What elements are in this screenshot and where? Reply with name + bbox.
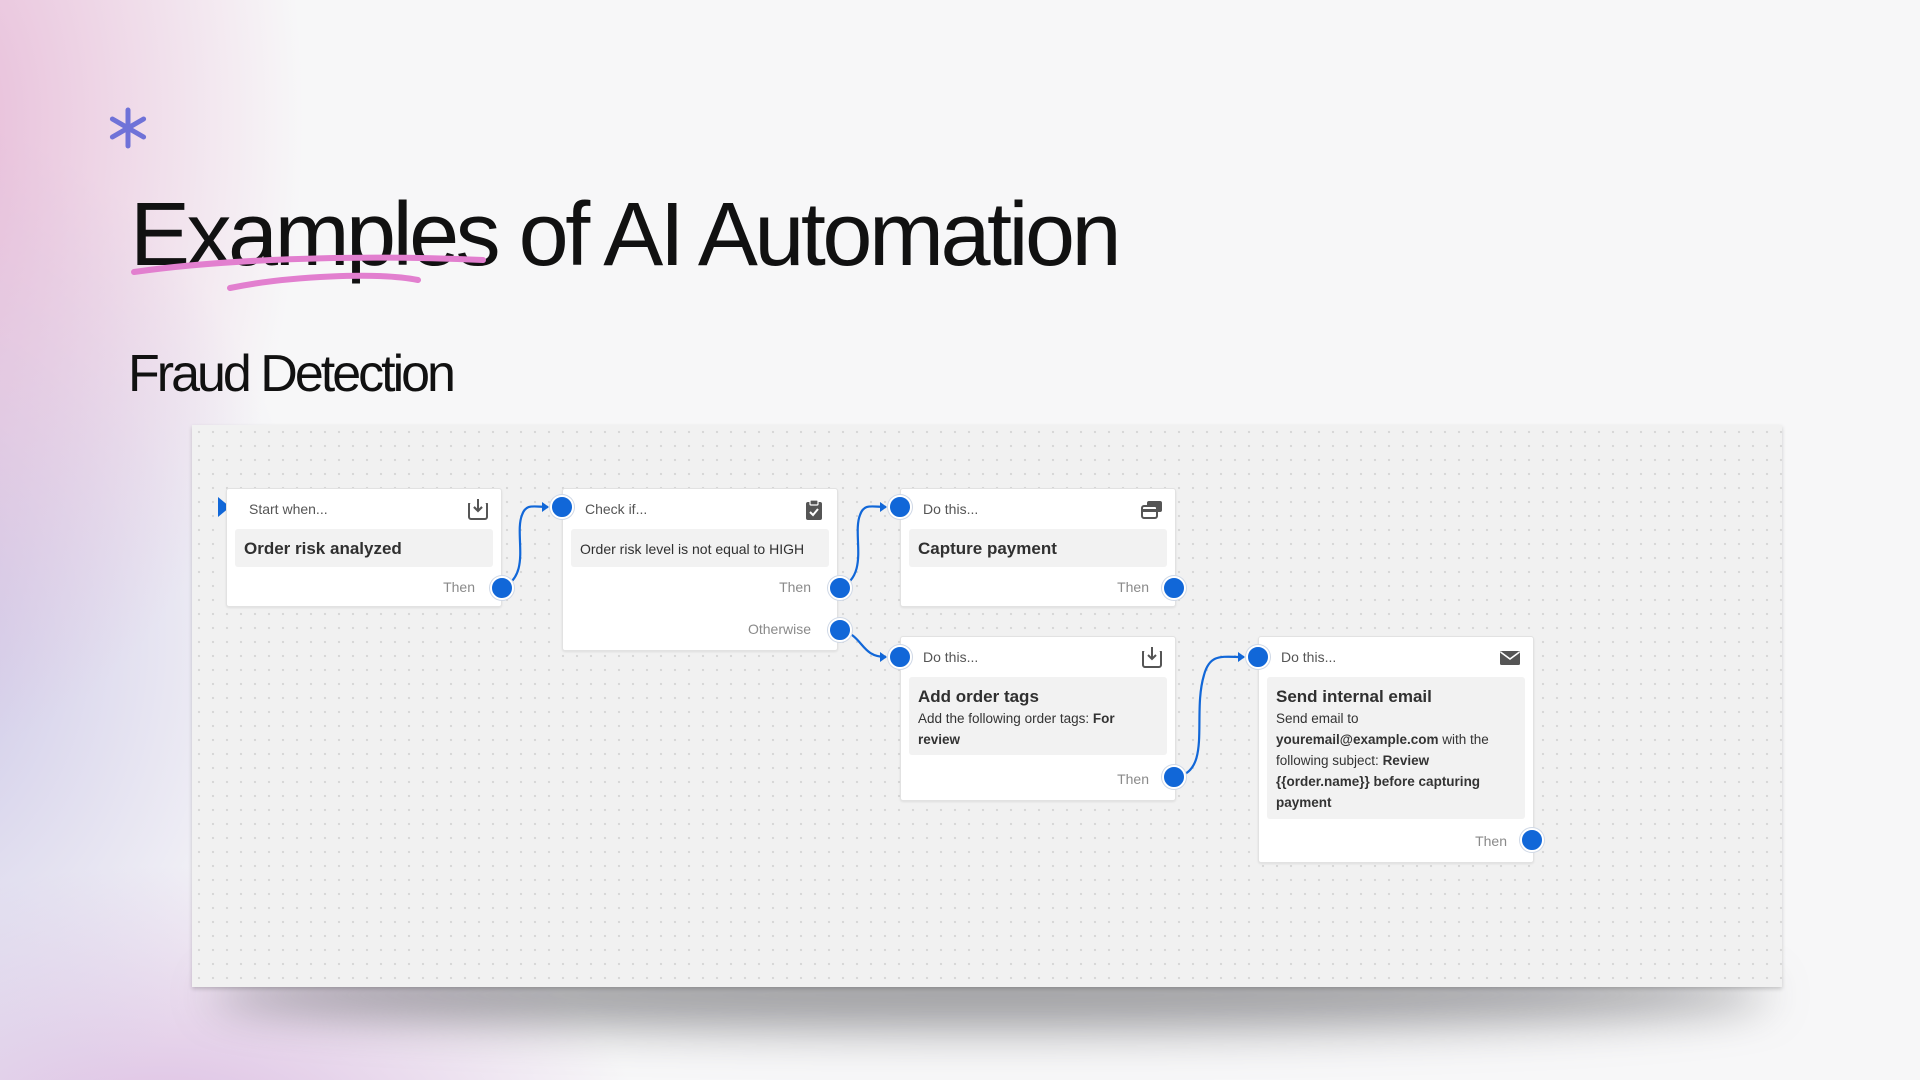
node-tags-then-label: Then	[1117, 771, 1149, 787]
node-email-description: Send email to youremail@example.com with …	[1276, 708, 1515, 813]
connector-start-to-check	[501, 505, 549, 590]
download-box-icon	[1142, 647, 1162, 668]
node-start-then-label: Then	[443, 579, 475, 595]
node-capture-body: Capture payment	[909, 529, 1167, 567]
node-check-if[interactable]: Check if... Order risk level is not equa…	[562, 488, 838, 651]
node-email-then-label: Then	[1475, 833, 1507, 849]
node-check-otherwise-label: Otherwise	[747, 621, 811, 637]
node-email-body: Send internal email Send email to yourema…	[1267, 677, 1525, 819]
node-tags-body: Add order tags Add the following order t…	[909, 677, 1167, 755]
asterisk-icon	[109, 107, 147, 149]
start-then-output-dot[interactable]	[490, 576, 514, 600]
node-capture-title: Capture payment	[918, 539, 1057, 558]
node-tags-title: Add order tags	[918, 687, 1039, 706]
cards-icon	[1141, 501, 1162, 519]
node-email-subject: Review {{order.name}} before capturing p…	[1276, 753, 1481, 810]
download-box-icon	[468, 499, 488, 520]
node-tags-desc-text: Add the following order tags:	[918, 711, 1093, 726]
node-check-condition: Order risk level is not equal to HIGH	[580, 541, 805, 557]
slide-subtitle: Fraud Detection	[128, 345, 456, 403]
node-email-title: Send internal email	[1276, 687, 1432, 706]
node-email-address: youremail@example.com	[1276, 732, 1439, 747]
node-add-order-tags[interactable]: Do this... Add order tags Add the follow…	[900, 636, 1176, 801]
check-otherwise-output-dot[interactable]	[828, 618, 852, 642]
node-email-desc-1: Send email to	[1276, 711, 1359, 726]
title-underline-stroke	[131, 254, 486, 291]
clipboard-check-icon	[806, 499, 822, 520]
node-capture-then-label: Then	[1117, 579, 1149, 595]
node-tags-header: Do this...	[923, 649, 979, 665]
check-input-dot[interactable]	[550, 495, 574, 519]
node-start-title: Order risk analyzed	[244, 539, 402, 558]
email-input-dot[interactable]	[1246, 645, 1270, 669]
node-start-header: Start when...	[249, 501, 328, 517]
envelope-icon	[1500, 651, 1520, 665]
node-check-body: Order risk level is not equal to HIGH	[571, 529, 829, 567]
node-email-header: Do this...	[1281, 649, 1337, 665]
connector-tags-to-email	[1176, 655, 1245, 779]
check-then-output-dot[interactable]	[828, 576, 852, 600]
node-start-body: Order risk analyzed	[235, 529, 493, 567]
tags-then-output-dot[interactable]	[1162, 765, 1186, 789]
email-then-output-dot[interactable]	[1520, 828, 1544, 852]
workflow-canvas[interactable]: Start when... Order risk analyzed Then C…	[192, 425, 1782, 987]
tags-input-dot[interactable]	[888, 645, 912, 669]
node-tags-desc-tag: For review	[918, 711, 1115, 747]
start-trigger-arrow	[218, 497, 230, 517]
connector-then-to-capture	[839, 505, 887, 590]
node-capture-payment[interactable]: Do this... Capture payment Then	[900, 488, 1176, 607]
node-email-desc-2: with the following subject:	[1276, 732, 1489, 768]
node-check-header: Check if...	[585, 501, 648, 517]
node-send-internal-email[interactable]: Do this... Send internal email Send emai…	[1258, 636, 1534, 863]
node-tags-description: Add the following order tags: For review	[918, 708, 1157, 750]
node-start-when[interactable]: Start when... Order risk analyzed Then	[226, 488, 502, 607]
slide-title: Examples of AI Automation	[130, 185, 1122, 285]
capture-input-dot[interactable]	[888, 495, 912, 519]
node-capture-header: Do this...	[923, 501, 979, 517]
capture-then-output-dot[interactable]	[1162, 576, 1186, 600]
node-check-then-label: Then	[779, 579, 811, 595]
